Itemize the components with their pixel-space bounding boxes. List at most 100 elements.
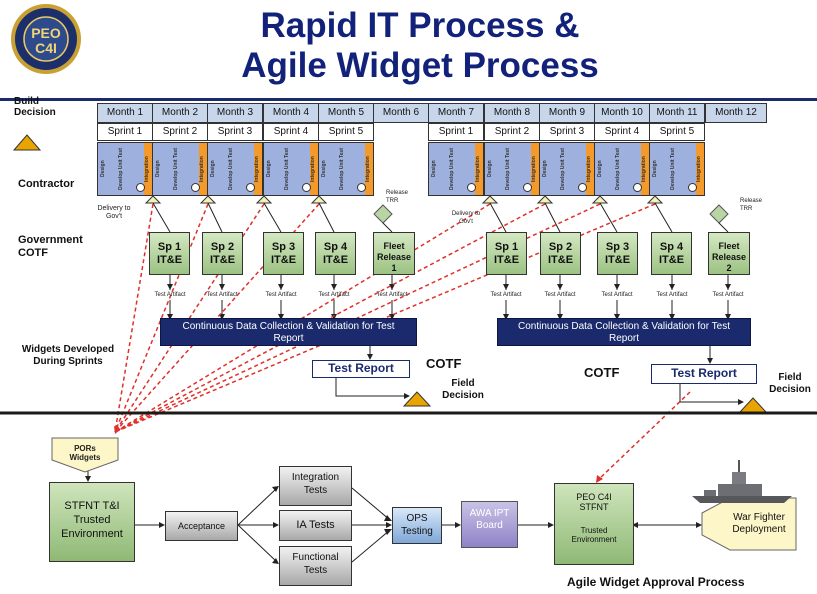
integration-phase-bar	[586, 143, 594, 195]
it-box-bottom: IT&E	[209, 254, 236, 266]
cycle-icon	[523, 183, 532, 192]
sprint-cell: Sprint 3	[207, 123, 263, 141]
month-cell: Month 2	[152, 103, 208, 123]
it-box-top: Sp 4	[323, 241, 348, 253]
test-artifact-label: Test Artifact	[712, 292, 744, 298]
delivery-label-b: Delivery to Gov't	[451, 211, 481, 225]
continuous-data-box-b: Continuous Data Collection & Validation …	[497, 318, 751, 346]
phase-label-right: Integration	[199, 156, 205, 182]
month-cell: Month 12	[705, 103, 767, 123]
phase-label-right: Integration	[475, 156, 481, 182]
test-artifact-label: Test Artifact	[376, 292, 408, 298]
top-rule	[0, 98, 817, 101]
release-trr-b: Release TRR	[740, 198, 763, 212]
phase-label-mid: Develop Unit Test	[339, 148, 345, 190]
pors-widgets-shape	[51, 437, 119, 473]
release-trr-a: Release TRR	[386, 190, 409, 204]
it-box-bottom: Release 1	[376, 252, 412, 273]
phase-label-left: Design	[155, 160, 161, 178]
government-label: Government	[18, 234, 83, 246]
cycle-icon	[688, 183, 697, 192]
peo-stfnt-label: PEO C4I STFNT	[576, 492, 612, 512]
phase-label-left: Design	[321, 160, 327, 178]
sprint-cell: Sprint 5	[318, 123, 374, 141]
cycle-icon	[578, 183, 587, 192]
month-cell: Month 10	[594, 103, 650, 123]
widgets-label: Widgets Developed During Sprints	[21, 344, 115, 367]
phase-label-left: Design	[100, 160, 106, 178]
phase-label-left: Design	[487, 160, 493, 178]
month-cell: Month 3	[207, 103, 263, 123]
it-box-bottom: Release 2	[711, 252, 747, 273]
test-artifact-label: Test Artifact	[265, 292, 297, 298]
month-cell: Month 1	[97, 103, 153, 123]
phase-label-right: Integration	[310, 156, 316, 182]
month-cell: Month 5	[318, 103, 374, 123]
sprint-cell: Sprint 1	[428, 123, 484, 141]
month-cell: Month 11	[649, 103, 705, 123]
field-decision-b: Field Decision	[769, 372, 811, 395]
phase-label-mid: Develop Unit Test	[670, 148, 676, 190]
test-artifact-label: Test Artifact	[490, 292, 522, 298]
sprint-phase-block: Design Develop Unit Test Integration	[649, 142, 705, 196]
ops-testing-box: OPS Testing	[392, 507, 442, 544]
build-decision-label: Build Decision	[14, 96, 56, 118]
integration-phase-bar	[365, 143, 373, 195]
it-box-top: Sp 1	[157, 241, 182, 253]
test-artifact-label: Test Artifact	[656, 292, 688, 298]
cotf-label-a: COTF	[426, 356, 462, 371]
continuous-data-box-a: Continuous Data Collection & Validation …	[160, 318, 417, 346]
it-box-top: Sp 1	[494, 241, 519, 253]
it-box-bottom: IT&E	[156, 254, 183, 266]
integration-phase-bar	[475, 143, 483, 195]
it-box-bottom: IT&E	[604, 254, 631, 266]
month-cell: Month 6	[373, 103, 429, 123]
it-box-top: Fleet	[383, 241, 405, 251]
field-decision-a: Field Decision	[442, 378, 484, 401]
test-report-b: Test Report	[651, 364, 757, 384]
cycle-icon	[467, 183, 476, 192]
title-line1: Rapid IT Process &	[260, 6, 580, 45]
month-cell: Month 9	[539, 103, 595, 123]
phase-label-mid: Develop Unit Test	[615, 148, 621, 190]
field-decision-triangle-b	[738, 397, 768, 413]
stfnt-box: STFNT T&I Trusted Environment	[49, 482, 135, 562]
phase-label-mid: Develop Unit Test	[449, 148, 455, 190]
phase-label-right: Integration	[365, 156, 371, 182]
phase-label-right: Integration	[696, 156, 702, 182]
integration-phase-bar	[310, 143, 318, 195]
phase-label-left: Design	[652, 160, 658, 178]
phase-label-mid: Develop Unit Test	[560, 148, 566, 190]
cycle-icon	[136, 183, 145, 192]
test-artifact-label: Test Artifact	[544, 292, 576, 298]
test-artifact-label: Test Artifact	[206, 292, 238, 298]
sprint-cell: Sprint 5	[649, 123, 705, 141]
phase-label-right: Integration	[586, 156, 592, 182]
awa-board-box: AWA IPT Board	[461, 501, 518, 548]
test-artifact-label: Test Artifact	[318, 292, 350, 298]
phase-label-left: Design	[431, 160, 437, 178]
phase-label-left: Design	[542, 160, 548, 178]
phase-label-right: Integration	[254, 156, 260, 182]
it-box-bottom: IT&E	[322, 254, 349, 266]
field-decision-triangle-a	[402, 391, 432, 407]
cycle-icon	[357, 183, 366, 192]
peo-c4i-logo: PEO C4I	[10, 3, 82, 75]
phase-label-left: Design	[266, 160, 272, 178]
it-box-bottom: IT&E	[270, 254, 297, 266]
phase-label-left: Design	[210, 160, 216, 178]
sprint-phase-block: Design Develop Unit Test Integration	[318, 142, 374, 196]
title-line2: Agile Widget Process	[241, 46, 599, 85]
it-box-bottom: IT&E	[658, 254, 685, 266]
integration-phase-bar	[254, 143, 262, 195]
build-decision-triangle	[12, 134, 42, 151]
